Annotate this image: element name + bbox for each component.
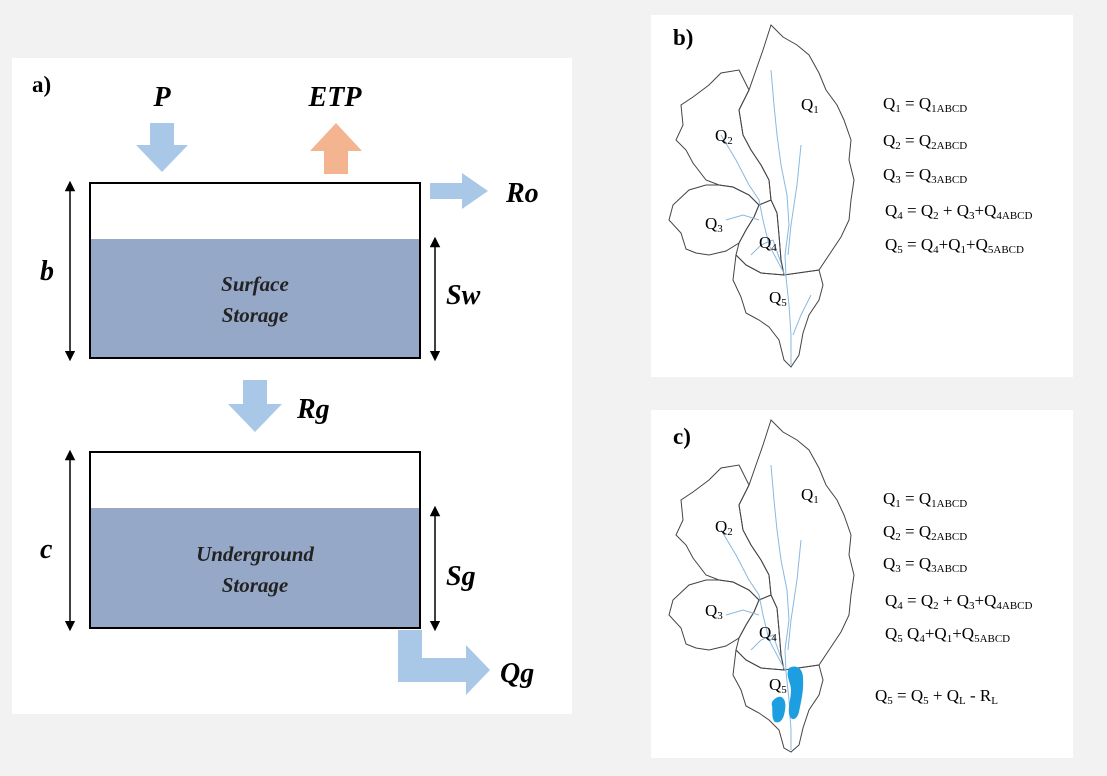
routing-equations: Q1​ = Q1ABCD​ Q2​ = Q2ABCD​ Q3​ = Q3ABCD​ Q…: [883, 489, 1033, 645]
subbasin-q1-outline: [738, 24, 855, 276]
reservoir-shape: [771, 666, 804, 723]
subbasin-label-1: Q1​: [801, 485, 819, 506]
subbasin-label-5: Q5​: [769, 288, 787, 309]
panel-b-basin-routing: b) Q1​ Q2​ Q3​ Q4​ Q5​ Q1​ = Q1ABCD​ Q2​ = Q2…: [651, 15, 1073, 377]
evapotranspiration-label: ETP: [308, 82, 363, 113]
reservoir-equation: Q5​ = Q5​ + QL​ - RL​: [875, 686, 998, 707]
routing-equation-3: Q3​ = Q3ABCD​: [883, 165, 967, 186]
routing-equation-5: Q5​ Q4​+Q1​+Q5ABCD​: [885, 624, 1010, 645]
subbasin-label-3: Q3​: [705, 214, 723, 235]
subbasin-labels: Q1​ Q2​ Q3​ Q4​ Q5​: [705, 95, 819, 309]
evapotranspiration-arrow: [310, 123, 362, 174]
routing-equations: Q1​ = Q1ABCD​ Q2​ = Q2ABCD​ Q3​ = Q3ABCD​ Q…: [883, 94, 1033, 256]
groundwater-flow-arrow: [398, 630, 490, 695]
watershed-map: [668, 24, 855, 368]
subbasin-q3-outline: [668, 184, 760, 256]
reservoir-equation-text: Q5​ = Q5​ + QL​ - RL​: [875, 686, 998, 707]
underground-storage-box: [89, 451, 421, 629]
surface-storage-label-line1: Surface: [221, 272, 289, 296]
routing-equation-1: Q1​ = Q1ABCD​: [883, 94, 967, 115]
subbasin-label-2: Q2​: [715, 126, 733, 147]
precipitation-label: P: [152, 82, 171, 113]
panel-b-label: b): [673, 25, 693, 50]
routing-equation-2: Q2​ = Q2ABCD​: [883, 522, 967, 543]
routing-equation-4: Q4​ = Q2​ + Q3​+Q4ABCD​: [885, 591, 1033, 612]
groundwater-flow-label: Qg: [500, 658, 534, 689]
subbasin-labels: Q1​ Q2​ Q3​ Q4​ Q5​: [705, 485, 819, 696]
runoff-label: Ro: [505, 178, 539, 209]
subbasin-label-5: Q5​: [769, 675, 787, 696]
routing-equation-3: Q3​ = Q3ABCD​: [883, 554, 967, 575]
routing-equation-1: Q1​ = Q1ABCD​: [883, 489, 967, 510]
subbasin-q1-outline: [738, 419, 855, 671]
subbasin-label-3: Q3​: [705, 601, 723, 622]
underground-storage-label-line2: Storage: [222, 573, 289, 597]
panel-c-label: c): [673, 424, 691, 449]
underground-storage-label-line1: Underground: [196, 542, 314, 566]
subbasin-q5-outline: [732, 648, 824, 753]
subbasin-label-4: Q4​: [759, 623, 777, 644]
panel-a-tank-model: a) P ETP Surface Storage Ro b Sw: [12, 58, 572, 714]
watershed-map: [668, 419, 855, 753]
river-network: [720, 69, 812, 365]
precipitation-arrow: [136, 123, 188, 172]
routing-equation-5: Q5​ = Q4​+Q1​+Q5ABCD​: [885, 235, 1024, 256]
panel-c-basin-routing-reservoir: c) Q1​ Q2​ Q3​ Q4​ Q5​ Q1​ = Q1ABCD​ Q2​ = Q2…: [651, 410, 1073, 758]
routing-equation-4: Q4​ = Q2​ + Q3​+Q4ABCD​: [885, 201, 1033, 222]
subbasin-q3-outline: [668, 579, 760, 651]
groundwater-storage-variable: Sg: [446, 561, 476, 592]
surface-capacity-label: b: [40, 256, 54, 287]
recharge-arrow: [228, 380, 282, 432]
subbasin-label-2: Q2​: [715, 517, 733, 538]
panel-a-label: a): [32, 72, 51, 97]
surface-storage-label-line2: Storage: [222, 303, 289, 327]
groundwater-capacity-label: c: [40, 534, 53, 565]
recharge-label: Rg: [296, 394, 330, 425]
surface-storage-variable: Sw: [446, 280, 481, 311]
subbasin-label-4: Q4​: [759, 233, 777, 254]
subbasin-q5-outline: [732, 253, 824, 368]
surface-storage-box: [89, 182, 421, 359]
routing-equation-2: Q2​ = Q2ABCD​: [883, 131, 967, 152]
runoff-arrow: [430, 173, 488, 209]
subbasin-label-1: Q1​: [801, 95, 819, 116]
